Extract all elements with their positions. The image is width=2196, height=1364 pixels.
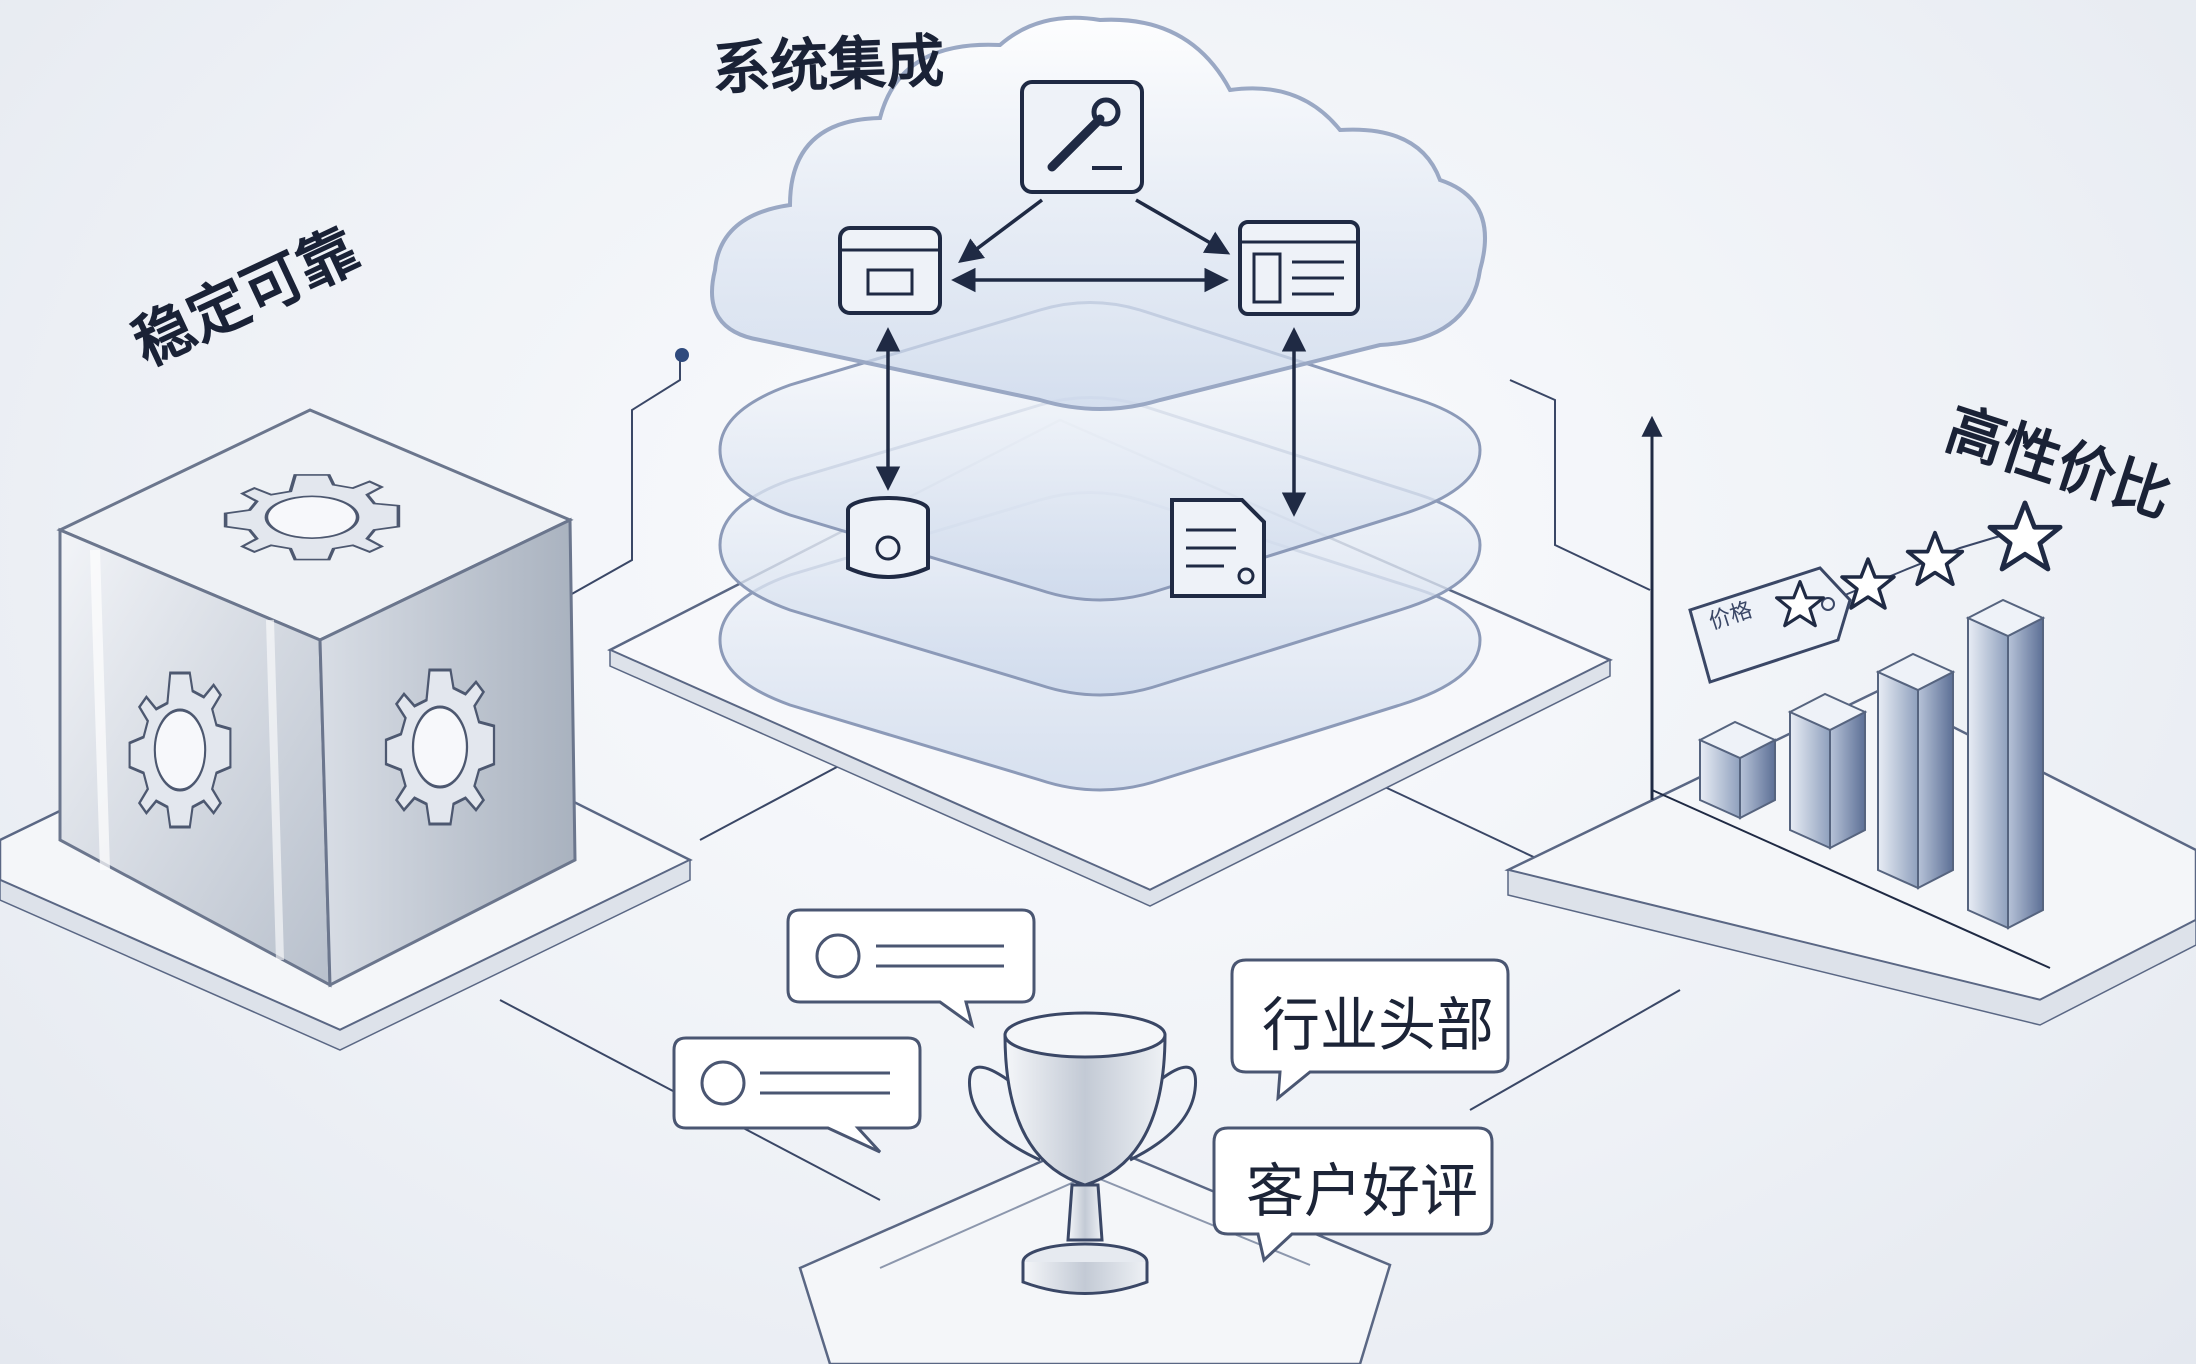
connector-lines <box>499 348 1681 1201</box>
browser-window-icon <box>1238 220 1360 316</box>
gear-icon <box>128 474 496 829</box>
customer-praise-bubble <box>1212 1126 1494 1263</box>
database-icon <box>846 496 930 579</box>
bar-chart-icon <box>1641 415 2051 969</box>
chat-bubble-icon <box>672 908 1036 1154</box>
industry-leader-bubble <box>1230 958 1510 1102</box>
document-icon <box>1170 498 1266 598</box>
server-icon <box>838 226 942 315</box>
trophy-icon <box>967 1011 1198 1295</box>
star-icon <box>1775 500 2063 628</box>
flow-arrows <box>875 198 1307 517</box>
system-integration-label: 系统集成 <box>711 26 946 104</box>
customer-praise-text: 客户好评 <box>1246 1157 1479 1225</box>
industry-leader-text: 行业头部 <box>1262 991 1495 1059</box>
wrench-screwdriver-icon <box>1020 80 1144 194</box>
